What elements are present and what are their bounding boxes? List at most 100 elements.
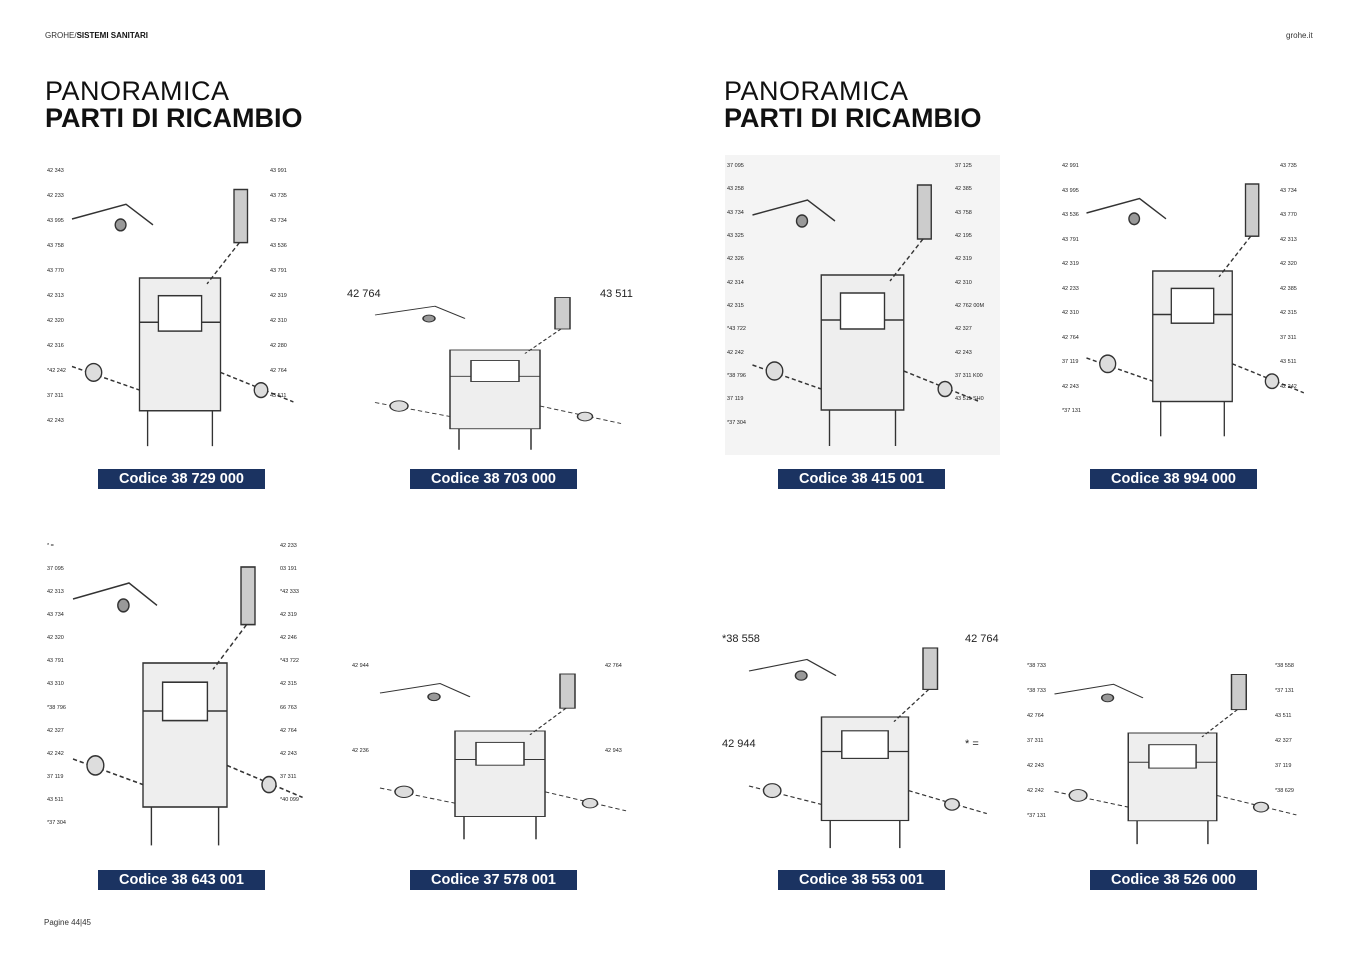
part-number-label: 43 735: [1280, 163, 1297, 169]
part-number-label: *38 629: [1275, 788, 1294, 794]
part-number-label: 42 320: [1280, 261, 1297, 268]
part-number-label: 43 995: [1062, 187, 1079, 194]
part-number-label: 42 314: [727, 279, 744, 286]
title-line2: PARTI DI RICAMBIO: [45, 103, 303, 133]
part-number-label: 42 326: [727, 256, 744, 263]
part-number-label: 42 233: [1062, 285, 1079, 292]
part-number-label: 42 319: [280, 612, 297, 619]
frame-drawing: [71, 188, 294, 447]
part-number-label: 42 319: [270, 293, 287, 299]
part-number-label: *37 131: [1027, 813, 1046, 819]
part-number-label: 43 511: [47, 796, 64, 803]
part-number-label: 43 770: [1280, 212, 1297, 219]
part-number-label: 42 327: [1275, 738, 1292, 744]
part-number-label: 42 313: [47, 589, 64, 596]
part-number-label: * =: [47, 543, 54, 549]
part-number-label: 42 195: [955, 233, 972, 239]
part-number-label: 42 236: [352, 748, 369, 754]
part-number-label: 43 310: [47, 681, 64, 688]
product-code-label: Codice 38 703 000: [410, 469, 577, 489]
site-url: grohe.it: [1286, 31, 1313, 40]
section-label: SISTEMI SANITARI: [76, 31, 148, 40]
page-numbers: Pagine 44|45: [44, 918, 92, 927]
product-code-label: Codice 38 643 001: [98, 870, 265, 890]
part-number-label: 42 764: [280, 727, 297, 734]
part-number-label: *38 733: [1027, 663, 1046, 669]
frame-drawing: [752, 184, 979, 446]
part-number-label: *38 733: [1027, 688, 1046, 694]
part-number-label: 42 310: [955, 279, 972, 286]
frame-drawing: [1086, 183, 1305, 437]
frame-drawing: [374, 297, 622, 450]
part-number-label: 42 310: [1062, 310, 1079, 317]
part-number-label: 42 764: [347, 288, 381, 300]
part-number-label: 42 943: [605, 748, 622, 754]
part-number-label: 42 315: [1280, 310, 1297, 317]
part-number-label: *38 558: [1275, 663, 1294, 669]
part-number-label: 43 758: [47, 243, 64, 249]
part-number-label: 42 243: [955, 349, 972, 356]
product-code-label: Codice 38 553 001: [778, 870, 945, 890]
part-number-label: 42 327: [955, 326, 972, 333]
part-number-label: 37 095: [47, 566, 64, 573]
part-number-label: 42 315: [727, 303, 744, 309]
part-number-label: 42 327: [47, 727, 64, 734]
part-number-label: 43 734: [727, 209, 744, 216]
part-number-label: 42 242: [1280, 383, 1297, 390]
part-number-label: 37 311: [47, 393, 64, 399]
title-line1: PANORAMICA: [45, 76, 230, 106]
part-number-label: 43 791: [47, 658, 64, 665]
part-number-label: 03 191: [280, 566, 297, 573]
part-number-label: 42 246: [280, 635, 297, 642]
product-code-label: Codice 37 578 001: [410, 870, 577, 890]
part-number-label: 37 119: [1062, 359, 1079, 366]
part-number-label: 42 764: [1062, 334, 1079, 341]
product-code-label: Codice 38 526 000: [1090, 870, 1257, 890]
part-number-label: 43 511: [270, 393, 287, 399]
part-number-label: 42 764: [605, 663, 622, 669]
part-number-label: 43 991: [270, 168, 287, 174]
running-header: GROHE/SISTEMI SANITARI: [45, 31, 148, 40]
part-number-label: 43 791: [1062, 236, 1079, 243]
part-number-label: *37 131: [1275, 688, 1294, 694]
part-number-label: 37 311: [1280, 334, 1297, 341]
part-number-label: *38 796: [47, 704, 66, 711]
product-code-label: Codice 38 729 000: [98, 469, 265, 489]
part-number-label: 42 315: [280, 681, 297, 688]
part-number-label: *37 131: [1062, 408, 1081, 415]
brand-label: GROHE/: [45, 31, 77, 40]
title-line1: PANORAMICA: [724, 76, 909, 106]
part-number-label: 43 536: [1062, 212, 1079, 219]
part-number-label: 42 385: [1280, 285, 1297, 292]
part-number-label: 43 511: [600, 288, 633, 300]
part-number-label: 37 095: [727, 163, 744, 169]
exploded-diagram: 42 764 43 511: [345, 280, 645, 455]
part-number-label: 42 243: [47, 418, 64, 424]
part-number-label: 42 343: [47, 168, 64, 174]
right-page-title: PANORAMICA PARTI DI RICAMBIO: [724, 78, 982, 132]
part-number-label: 37 119: [47, 773, 64, 780]
part-number-label: 43 511: [1275, 713, 1292, 719]
part-number-label: 42 313: [1280, 236, 1297, 243]
part-number-label: 43 995: [47, 218, 64, 224]
part-number-label: * =: [965, 738, 979, 750]
part-number-label: 43 734: [47, 612, 64, 619]
part-number-label: 37 311: [280, 773, 297, 780]
part-number-label: 42 991: [1062, 163, 1079, 169]
part-number-label: 42 242: [47, 750, 64, 757]
part-number-label: 42 320: [47, 318, 64, 324]
part-number-label: *37 304: [47, 819, 66, 826]
part-number-label: 43 791: [270, 268, 287, 274]
frame-drawing: [72, 566, 303, 846]
part-number-label: 42 243: [1062, 383, 1079, 390]
part-number-label: 43 734: [270, 218, 287, 224]
product-code-label: Codice 38 415 001: [778, 469, 945, 489]
part-number-label: *42 333: [280, 589, 299, 596]
part-number-label: *43 722: [727, 326, 746, 333]
part-number-label: 42 280: [270, 343, 287, 349]
part-number-label: 42 319: [1062, 261, 1079, 268]
